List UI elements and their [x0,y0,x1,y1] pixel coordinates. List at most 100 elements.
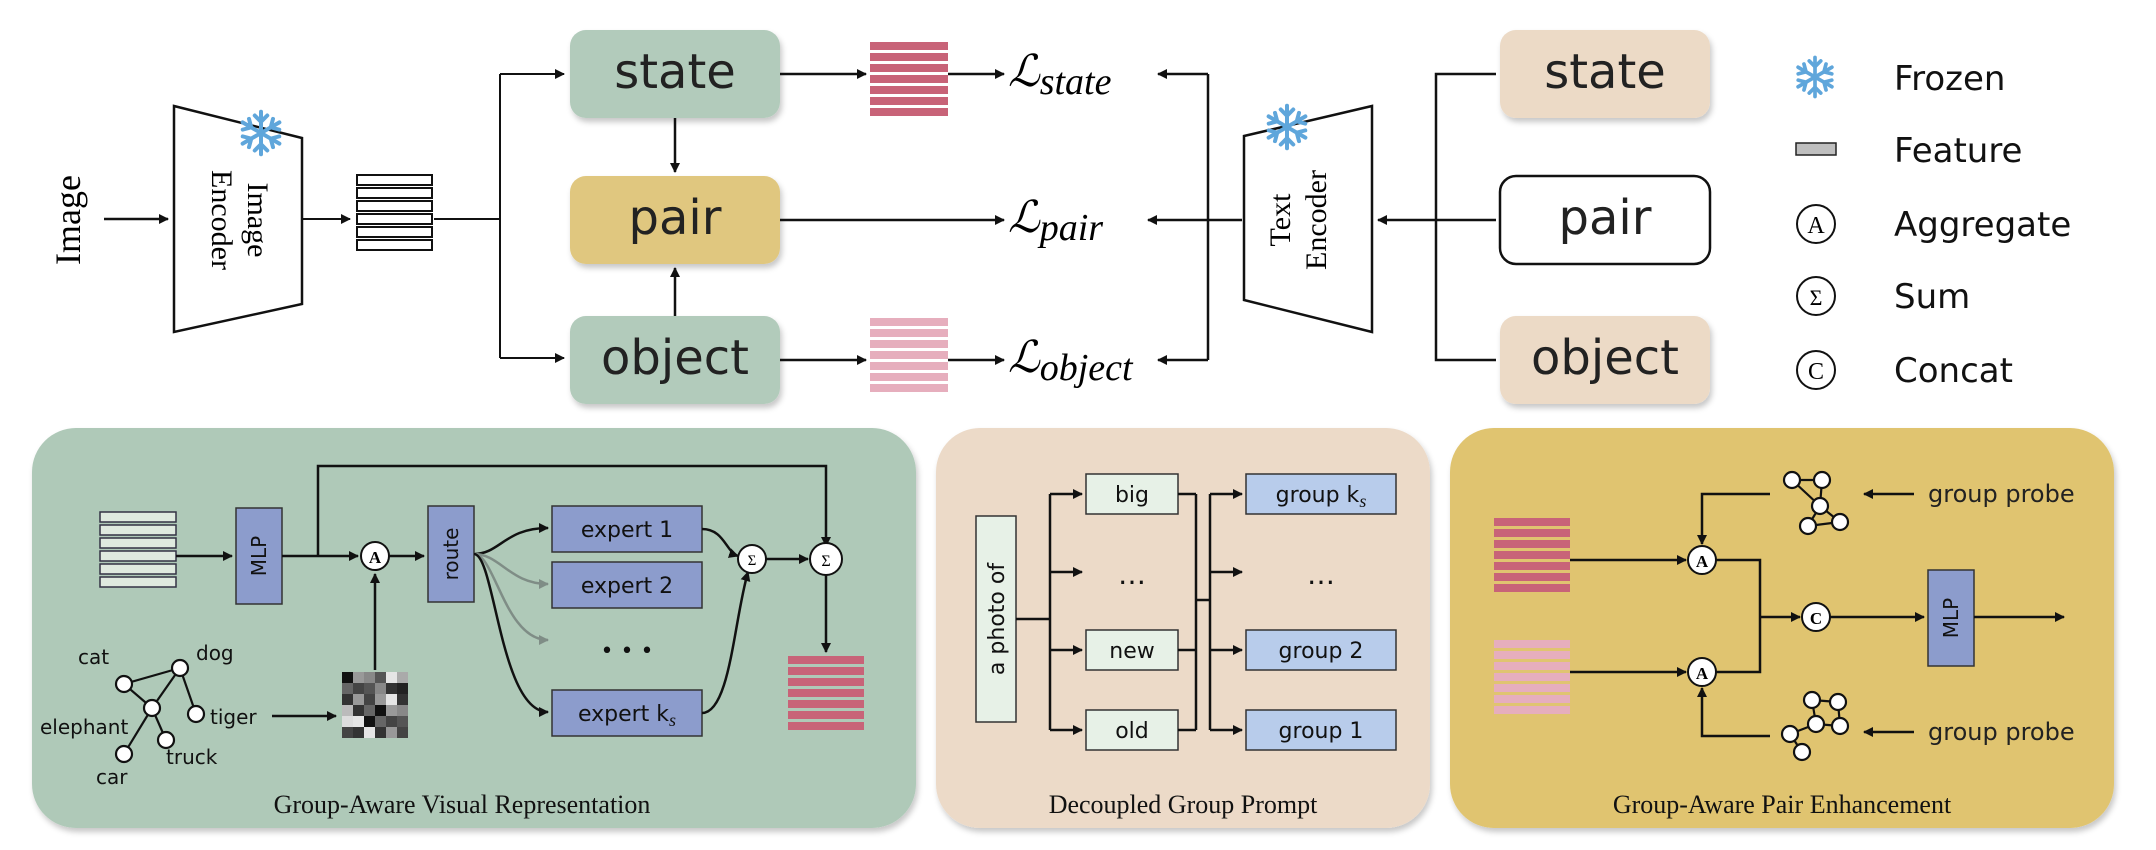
pair-mlp-box: MLP [1927,569,1975,667]
panel-pair-enhancement: Group-Aware Pair Enhancement A A [1450,428,2114,828]
heatmap-cell [375,683,386,694]
graph-node-label: dog [196,641,234,665]
feature-icon [1795,142,1837,156]
heatmap-cell [375,694,386,705]
heatmap-cell [364,683,375,694]
group-box: group 1 [1245,709,1397,751]
group-box: group 2 [1245,629,1397,671]
svg-text:big: big [1115,483,1149,508]
heatmap-cell [353,694,364,705]
heatmap-cell [397,705,408,716]
svg-text:A: A [1696,552,1709,571]
heatmap-cell [375,727,386,738]
heatmap-cell [364,716,375,727]
svg-text:Encoder: Encoder [1300,170,1333,270]
svg-text:MLP: MLP [1939,598,1963,638]
svg-text:object: object [1531,330,1679,386]
visual-aggregate-node: A [360,541,390,571]
svg-text:C: C [1808,359,1824,385]
heatmap-cell [386,672,397,683]
loss-object: ℒobject [1008,333,1134,389]
state-prompt-box: state [1500,30,1710,118]
svg-text:a photo of: a photo of [985,562,1010,675]
residual-sum-node: Σ [809,542,843,576]
group-box: group ks [1245,473,1397,515]
object-branch-box: object [570,316,780,404]
group-probe-label: group probe [1928,718,2075,746]
photo-prefix-box: a photo of [975,515,1017,723]
word-box: old [1085,709,1179,751]
heatmap-cell [353,716,364,727]
text-encoder: Text Encoder [1242,103,1374,334]
group-ellipsis: … [1307,558,1335,591]
aggregate-icon: A [1796,204,1836,244]
svg-text:Σ: Σ [821,553,830,570]
legend-label: Frozen [1894,59,2005,99]
svg-text:route: route [439,528,463,581]
expert-box: expert 2 [551,561,703,609]
pair-object-feature [1494,640,1570,714]
svg-text:ℒstate: ℒstate [1008,47,1112,103]
heatmap-cell [342,705,353,716]
heatmap-cell [353,705,364,716]
image-feature-stack [356,174,433,251]
svg-text:group 2: group 2 [1279,639,1364,664]
svg-text:old: old [1115,719,1149,744]
legend-label: Sum [1894,277,1970,317]
heatmap-cell [386,727,397,738]
svg-text:expert 2: expert 2 [581,574,673,599]
svg-text:C: C [1810,609,1822,628]
word-box: new [1085,629,1179,671]
image-encoder-line2: Encoder [205,170,238,270]
group-probe-label: group probe [1928,480,2075,508]
pair-concat-node: C [1801,602,1831,632]
expert-sum-node: Σ [737,544,767,574]
heatmap-cell [342,683,353,694]
panel-decoupled-group-prompt: Decoupled Group Prompt a photo of big … … [936,428,1430,828]
heatmap-cell [386,694,397,705]
svg-text:new: new [1109,639,1154,664]
state-feature [870,42,948,116]
svg-text:expert ks: expert ks [578,702,676,730]
pair-branch-box: pair [570,176,780,264]
probe-graph-icon [1780,690,1850,762]
svg-text:state: state [1544,44,1666,100]
heatmap-cell [364,694,375,705]
heatmap-cell [364,727,375,738]
graph-node-label: truck [166,745,218,769]
heatmap-cell [342,694,353,705]
svg-text:ℒobject: ℒobject [1008,333,1134,389]
heatmap-cell [353,727,364,738]
snowflake-icon [1796,55,1834,99]
image-encoder-line1: Image [241,183,274,258]
heatmap-cell [386,705,397,716]
heatmap-cell [397,694,408,705]
object-feature [870,318,948,392]
svg-text:Text: Text [1264,193,1297,247]
svg-text:group 1: group 1 [1279,719,1364,744]
svg-text:A: A [1696,664,1709,683]
svg-text:ℒpair: ℒpair [1008,193,1103,249]
panel-visual-representation: Group-Aware Visual Representation MLP A … [32,428,916,828]
svg-text:pair: pair [629,190,722,246]
heatmap-cell [386,683,397,694]
panel-title: Group-Aware Pair Enhancement [1613,790,1952,819]
word-ellipsis: … [1118,558,1146,591]
heatmap-cell [342,672,353,683]
svg-text:Σ: Σ [748,553,757,569]
image-encoder: Image Encoder [172,104,304,334]
visual-output-feature [788,656,864,730]
svg-text:state: state [614,44,736,100]
word-box: big [1085,473,1179,515]
svg-text:expert 1: expert 1 [581,518,673,543]
expert-box: expert ks [551,689,703,737]
svg-text:object: object [601,330,749,386]
svg-text:MLP: MLP [247,536,271,576]
loss-pair: ℒpair [1008,193,1103,249]
heatmap-cell [342,727,353,738]
graph-node-label: car [96,765,128,789]
expert-ellipsis: • • • [601,639,654,664]
pair-aggregate-node: A [1687,657,1717,687]
graph-node-label: elephant [40,715,128,739]
